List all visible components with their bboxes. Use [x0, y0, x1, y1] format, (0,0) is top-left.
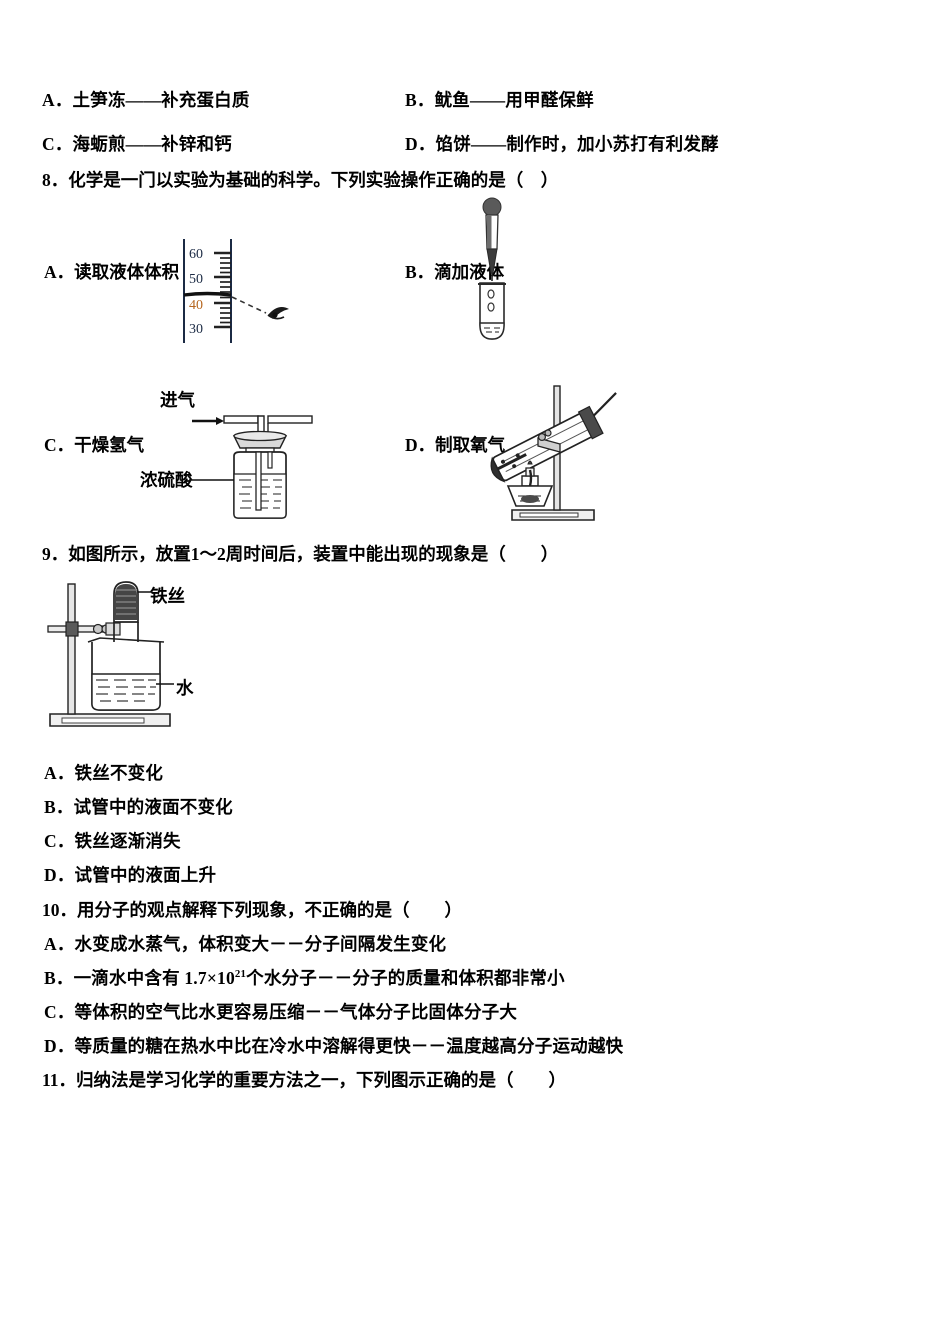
question8-option-a: A．读取液体体积 — [44, 262, 180, 282]
question10-option-d: D．等质量的糖在热水中比在冷水中溶解得更快－－温度越高分子运动越快 — [44, 1036, 624, 1056]
question10-option-b: B．一滴水中含有 1.7×1021个水分子－－分子的质量和体积都非常小 — [44, 968, 565, 988]
question11-stem: 11．归纳法是学习化学的重要方法之一，下列图示正确的是（ ） — [42, 1070, 567, 1090]
sulfuric-acid-label: 浓硫酸 — [140, 470, 193, 490]
q10-option-a-text: 水变成水蒸气，体积变大－－分子间隔发生变化 — [74, 934, 447, 954]
svg-text:60: 60 — [189, 247, 203, 262]
q9-option-b-label: B． — [44, 797, 74, 817]
q9-option-a-label: A． — [44, 763, 75, 783]
question9-option-a: A．铁丝不变化 — [44, 763, 164, 783]
question8-option-b: B．滴加液体 — [405, 262, 505, 282]
q10-option-b-suffix: 个水分子－－分子的质量和体积都非常小 — [246, 968, 565, 988]
q9-option-d-label: D． — [44, 865, 75, 885]
question7-option-a: A．土笋冻——补充蛋白质 — [42, 90, 250, 110]
gas-inlet-label: 进气 — [160, 390, 195, 410]
question8-stem: 8．化学是一门以实验为基础的科学。下列实验操作正确的是（ ） — [42, 170, 559, 190]
svg-text:30: 30 — [189, 322, 203, 337]
question7-option-c: C．海蛎煎——补锌和钙 — [42, 134, 232, 154]
option-c-text: 海蛎煎——补锌和钙 — [72, 134, 232, 154]
figure-oxygen-preparation — [468, 380, 628, 525]
iron-wire-label: 铁丝 — [150, 586, 185, 606]
question10-option-c: C．等体积的空气比水更容易压缩－－气体分子比固体分子大 — [44, 1002, 518, 1022]
question10-stem: 10．用分子的观点解释下列现象，不正确的是（ ） — [42, 900, 462, 920]
q9-option-a-text: 铁丝不变化 — [74, 763, 164, 783]
q9-option-b-text: 试管中的液面不变化 — [73, 797, 233, 817]
question9-option-d: D．试管中的液面上升 — [44, 865, 217, 885]
q10-option-b-label: B． — [44, 968, 74, 988]
q8-option-d-text: 制取氧气 — [435, 435, 506, 455]
q8-option-a-label: A． — [44, 262, 75, 282]
option-b-label: B． — [405, 90, 435, 110]
q10-option-a-label: A． — [44, 934, 75, 954]
water-label: 水 — [176, 678, 194, 698]
question10-option-a: A．水变成水蒸气，体积变大－－分子间隔发生变化 — [44, 934, 447, 954]
figure-graduated-cylinder: 60 50 40 30 — [176, 237, 296, 347]
q10-option-d-label: D． — [44, 1036, 75, 1056]
question7-option-b: B．鱿鱼——用甲醛保鲜 — [405, 90, 594, 110]
question8-option-c: C．干燥氢气 — [44, 435, 145, 455]
question9-option-b: B．试管中的液面不变化 — [44, 797, 233, 817]
option-c-label: C． — [42, 134, 73, 154]
question8-option-d: D．制取氧气 — [405, 435, 506, 455]
q8-option-b-label: B． — [405, 262, 435, 282]
figure-gas-washing-bottle — [189, 408, 320, 523]
q10-option-d-text: 等质量的糖在热水中比在冷水中溶解得更快－－温度越高分子运动越快 — [74, 1036, 624, 1056]
figure-dropper-test-tube — [470, 197, 530, 342]
q10-option-b-prefix: 一滴水中含有 1.7×10 — [73, 968, 235, 988]
q10-option-c-text: 等体积的空气比水更容易压缩－－气体分子比固体分子大 — [74, 1002, 518, 1022]
svg-text:50: 50 — [189, 272, 203, 287]
option-a-label: A． — [42, 90, 73, 110]
option-a-text: 土笋冻——补充蛋白质 — [72, 90, 250, 110]
q10-option-b-exponent: 21 — [234, 968, 247, 981]
option-d-label: D． — [405, 134, 436, 154]
q8-option-a-text: 读取液体体积 — [74, 262, 180, 282]
q8-option-d-label: D． — [405, 435, 436, 455]
option-d-text: 馅饼——制作时，加小苏打有利发酵 — [435, 134, 719, 154]
q10-option-c-label: C． — [44, 1002, 75, 1022]
question9-stem: 9．如图所示，放置1～2周时间后，装置中能出现的现象是（ ） — [42, 544, 559, 564]
q9-option-c-text: 铁丝逐渐消失 — [74, 831, 181, 851]
question7-option-d: D．馅饼——制作时，加小苏打有利发酵 — [405, 134, 719, 154]
q8-option-b-text: 滴加液体 — [434, 262, 505, 282]
question9-option-c: C．铁丝逐渐消失 — [44, 831, 181, 851]
svg-text:40: 40 — [189, 298, 203, 313]
q9-option-c-label: C． — [44, 831, 75, 851]
option-b-text: 鱿鱼——用甲醛保鲜 — [434, 90, 594, 110]
q8-option-c-label: C． — [44, 435, 75, 455]
figure-iron-wire-apparatus — [47, 578, 208, 733]
q9-option-d-text: 试管中的液面上升 — [74, 865, 217, 885]
q8-option-c-text: 干燥氢气 — [74, 435, 145, 455]
